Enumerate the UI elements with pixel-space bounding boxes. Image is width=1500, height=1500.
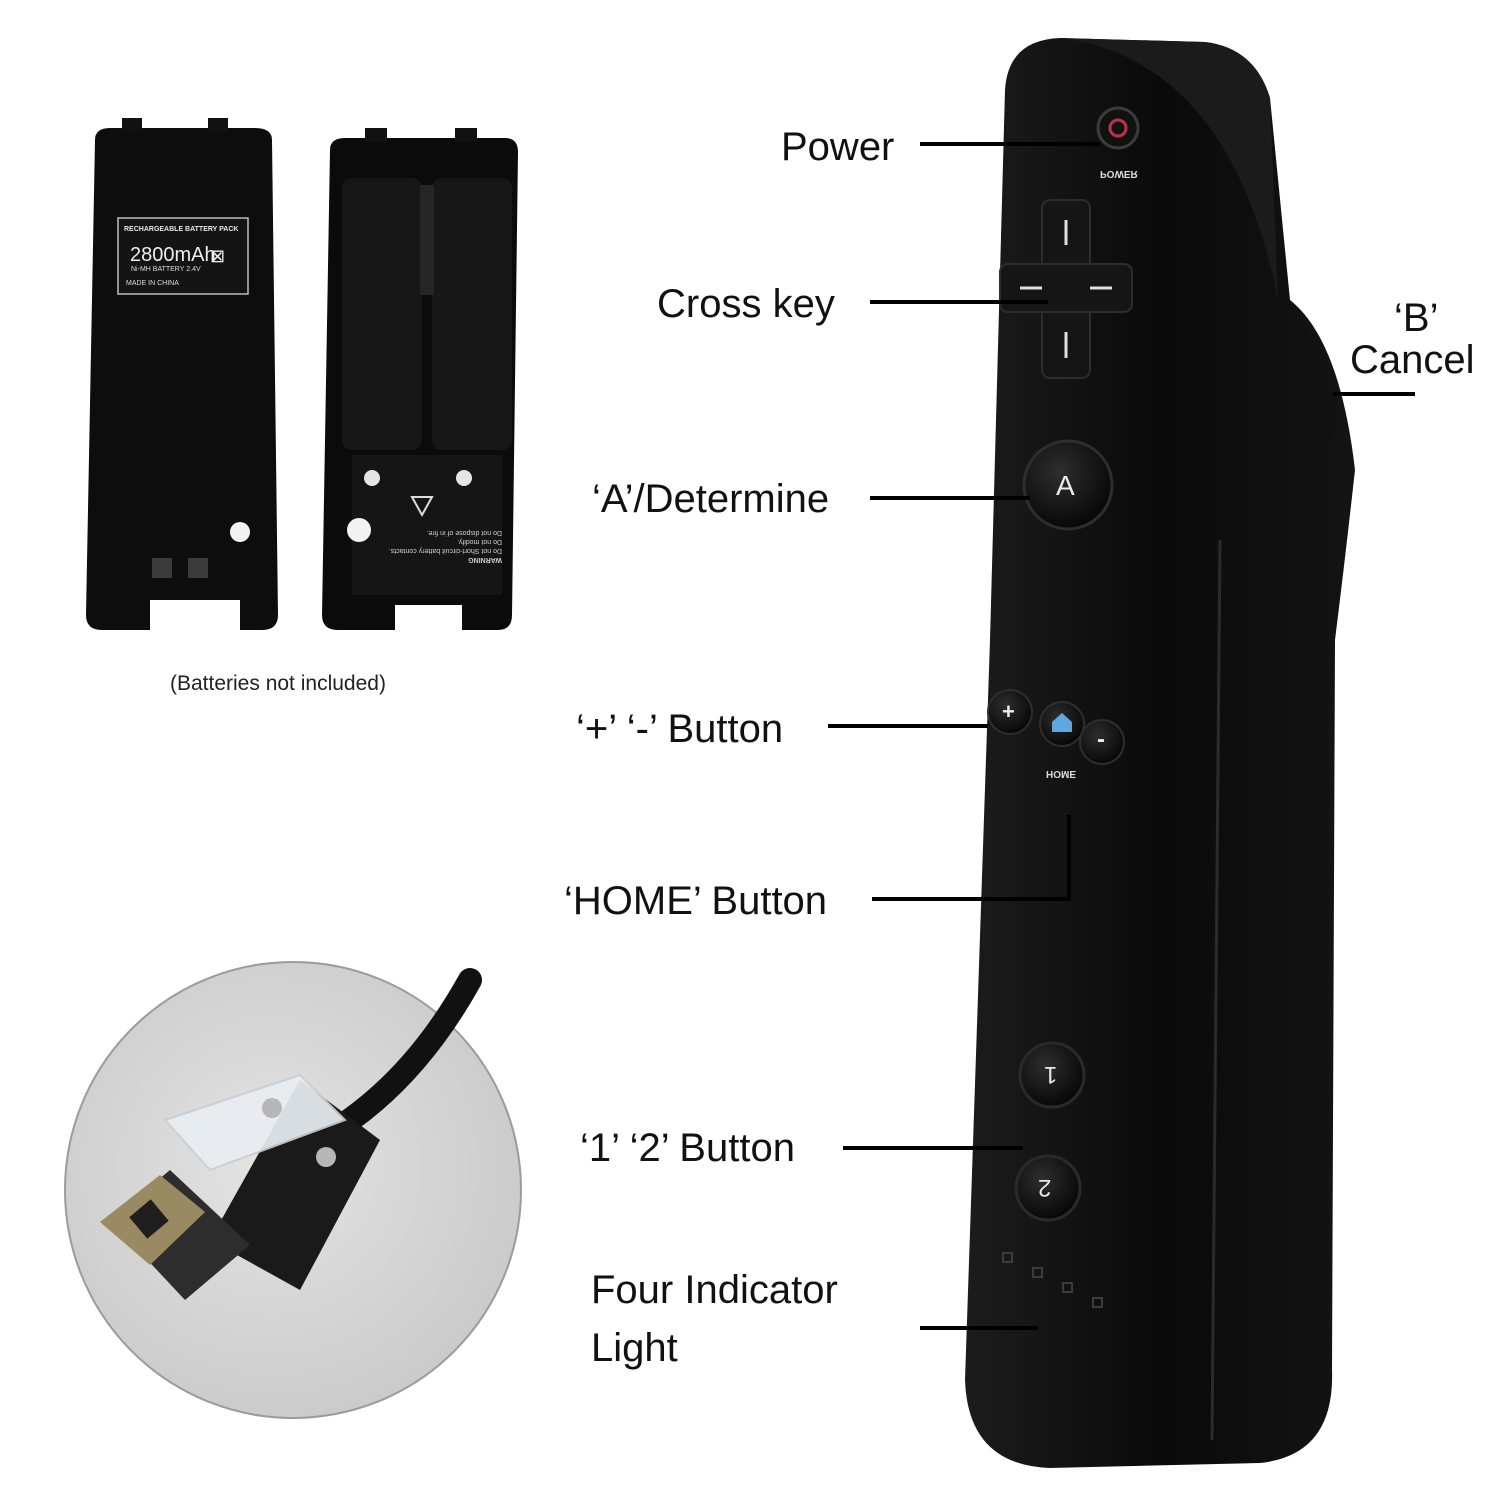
battery-caption: (Batteries not included): [170, 672, 386, 695]
minus-button-label: -: [1097, 726, 1105, 753]
battery-cover-inside: [322, 128, 518, 630]
leader-b-cancel: [1333, 392, 1415, 396]
a-button-shape: [1022, 439, 1114, 531]
battery-cover-outside: [86, 118, 278, 630]
plus-button-shape: [987, 689, 1033, 735]
battery-origin: MADE IN CHINA: [126, 280, 179, 287]
warning-line: Do not modify.: [457, 538, 502, 545]
leader-home-vertical: [1067, 815, 1071, 901]
recycle-bin-icon: ⊠: [210, 246, 226, 266]
callout-indicator-line1: Four Indicator: [591, 1268, 838, 1312]
one-button-label: 1: [1044, 1061, 1058, 1088]
leader-one-two: [843, 1146, 1023, 1150]
battery-chemistry: Ni-MH BATTERY 2.4V: [131, 266, 201, 273]
plus-button-label: +: [1002, 699, 1015, 724]
leader-indicator: [920, 1326, 1038, 1330]
leader-a-determine: [870, 496, 1030, 500]
power-icon: [1108, 118, 1128, 138]
callout-b-cancel-line1: ‘B’: [1394, 296, 1439, 340]
power-label-text: POWER: [1100, 168, 1138, 179]
power-button-shape: [1096, 106, 1140, 150]
callout-a-determine: ‘A’/Determine: [592, 477, 830, 521]
leader-home-horizontal: [872, 897, 1070, 901]
two-button-shape: [1014, 1154, 1082, 1222]
callout-indicator-line2: Light: [591, 1326, 678, 1370]
callout-cross-key: Cross key: [657, 282, 835, 326]
battery-warning: WARNING Do not Short-circuit battery con…: [372, 528, 502, 564]
home-icon: [1052, 713, 1072, 732]
a-button-label: A: [1056, 470, 1075, 501]
callout-one-two: ‘1’ ‘2’ Button: [580, 1126, 795, 1170]
two-button-label: 2: [1038, 1174, 1052, 1201]
warning-line: Do not dispose of in fire.: [426, 529, 503, 536]
leader-cross-key: [870, 300, 1048, 304]
warning-title: WARNING: [468, 556, 502, 563]
connector-cable-photo: [64, 961, 522, 1419]
battery-label-title: RECHARGEABLE BATTERY PACK: [124, 226, 239, 233]
callout-b-cancel-line2: Cancel: [1350, 338, 1475, 382]
warning-line: Do not Short-circuit battery contacts.: [388, 547, 502, 554]
minus-button-shape: [1079, 719, 1125, 765]
one-button-shape: [1018, 1041, 1086, 1109]
callout-home: ‘HOME’ Button: [564, 879, 828, 923]
battery-capacity: 2800mAh: [130, 244, 216, 266]
leader-plus-minus: [828, 724, 988, 728]
home-label-text: HOME: [1046, 768, 1076, 779]
callout-plus-minus: ‘+’ ‘-’ Button: [576, 707, 784, 751]
indicator-lights: [1002, 1252, 1103, 1308]
remote-body: [965, 38, 1355, 1468]
leader-power: [920, 142, 1100, 146]
callout-power: Power: [781, 125, 895, 169]
